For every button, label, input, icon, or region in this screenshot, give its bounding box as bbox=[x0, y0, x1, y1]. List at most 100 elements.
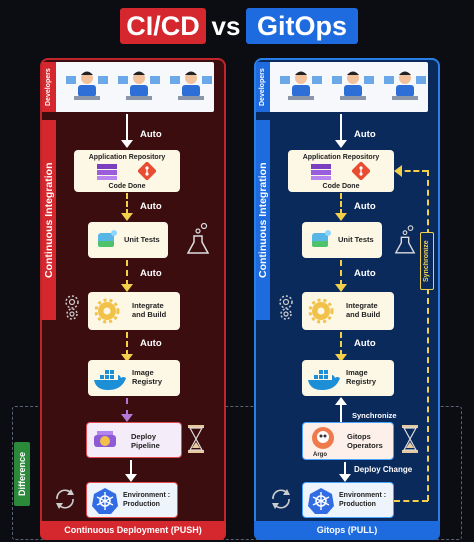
arrow-up-icon bbox=[335, 397, 347, 405]
auto-label: Auto bbox=[140, 129, 162, 140]
integrate-build-card-left[interactable]: Integrate and Build bbox=[88, 292, 180, 330]
auto-label: Auto bbox=[354, 201, 376, 212]
image-registry-label: Image Registry bbox=[346, 368, 377, 386]
arrow-line bbox=[340, 332, 342, 356]
arrow-down-icon bbox=[121, 354, 133, 362]
gear-icon bbox=[94, 298, 120, 324]
ci-side-tab-right bbox=[256, 120, 270, 320]
auto-label: Auto bbox=[140, 338, 162, 349]
gear-icon bbox=[308, 298, 334, 324]
test-tube-icon bbox=[98, 230, 117, 247]
environment-label: Environment : Production bbox=[123, 492, 171, 508]
argo-label: Argo bbox=[313, 452, 327, 458]
arrow-down-icon bbox=[335, 140, 347, 148]
arrow-line bbox=[126, 260, 128, 286]
title-vs: vs bbox=[211, 11, 241, 41]
developer-icon bbox=[332, 71, 374, 100]
sync-loop-bottom bbox=[394, 500, 428, 502]
difference-region bbox=[12, 406, 462, 540]
image-registry-label: Image Registry bbox=[132, 368, 163, 386]
synchronize-top-label: Synchronize bbox=[423, 240, 430, 282]
kubernetes-icon bbox=[92, 488, 118, 514]
deploy-change-label: Deploy Change bbox=[354, 465, 413, 474]
arrow-line bbox=[344, 462, 346, 476]
docker-icon bbox=[308, 370, 340, 390]
footer-cicd: Continuous Deployment (PUSH) bbox=[40, 521, 226, 540]
repository-icon bbox=[97, 164, 117, 180]
arrow-line bbox=[126, 332, 128, 356]
auto-label: Auto bbox=[140, 201, 162, 212]
developer-icon bbox=[384, 71, 426, 100]
auto-label: Auto bbox=[354, 129, 376, 140]
environment-card-left[interactable]: Environment : Production bbox=[86, 482, 178, 518]
unit-tests-label: Unit Tests bbox=[124, 235, 160, 244]
difference-label: Difference bbox=[17, 452, 27, 497]
difference-tab: Difference bbox=[14, 442, 30, 506]
argo-icon bbox=[312, 427, 334, 449]
arrow-line bbox=[126, 398, 128, 416]
repository-icon bbox=[311, 164, 331, 180]
test-tube-icon bbox=[312, 230, 331, 247]
kubernetes-icon bbox=[308, 488, 334, 514]
sync-loop-top bbox=[396, 170, 428, 172]
code-done-label: Code Done bbox=[108, 183, 146, 190]
arrow-down-icon bbox=[121, 213, 133, 221]
environment-card-right[interactable]: Environment : Production bbox=[302, 482, 394, 518]
gitops-operators-label: Gitops Operators bbox=[347, 432, 383, 450]
developer-icon bbox=[118, 71, 160, 100]
arrow-line bbox=[340, 193, 342, 215]
developers-label-left: Developers bbox=[42, 62, 56, 112]
environment-label: Environment : Production bbox=[339, 492, 387, 508]
auto-label: Auto bbox=[140, 268, 162, 279]
arrow-line bbox=[130, 460, 132, 476]
synchronize-tab bbox=[420, 232, 434, 290]
title-cicd: CI/CD bbox=[120, 8, 206, 44]
app-repo-card-left[interactable]: Application Repository Code Done bbox=[74, 150, 180, 192]
sync-loop-vertical bbox=[427, 170, 429, 501]
arrow-down-icon bbox=[335, 354, 347, 362]
flask-icon bbox=[394, 225, 416, 254]
arrow-down-icon bbox=[121, 414, 133, 422]
docker-icon bbox=[94, 370, 126, 390]
unit-tests-label: Unit Tests bbox=[338, 235, 374, 244]
developer-icon bbox=[280, 71, 322, 100]
arrow-down-icon bbox=[121, 284, 133, 292]
app-repo-title: Application Repository bbox=[88, 154, 166, 161]
gears-icon bbox=[65, 295, 79, 320]
synchronize-mid-label: Synchronize bbox=[352, 411, 397, 420]
gitops-operators-card[interactable]: Argo Gitops Operators bbox=[302, 422, 394, 460]
developers-label-right: Developers bbox=[256, 62, 270, 112]
hourglass-icon bbox=[402, 425, 418, 453]
git-icon bbox=[352, 162, 370, 180]
refresh-icon bbox=[56, 489, 74, 509]
gears-icon bbox=[279, 295, 293, 320]
git-icon bbox=[138, 162, 156, 180]
integrate-build-label: Integrate and Build bbox=[346, 301, 381, 319]
unit-tests-card-left[interactable]: Unit Tests bbox=[88, 222, 168, 258]
integrate-build-card-right[interactable]: Integrate and Build bbox=[302, 292, 394, 330]
app-repo-title: Application Repository bbox=[302, 154, 380, 161]
developer-icon bbox=[66, 71, 108, 100]
pipeline-icon bbox=[94, 431, 116, 447]
image-registry-card-left[interactable]: Image Registry bbox=[88, 360, 180, 396]
ci-label-right: Continuous Integration bbox=[257, 162, 269, 278]
arrow-down-icon bbox=[339, 474, 351, 482]
ci-label-left: Continuous Integration bbox=[43, 162, 55, 278]
arrow-line bbox=[340, 404, 342, 422]
arrow-line bbox=[126, 114, 128, 144]
arrow-left-icon bbox=[394, 165, 402, 177]
image-registry-card-right[interactable]: Image Registry bbox=[302, 360, 394, 396]
app-repo-card-right[interactable]: Application Repository Code Done bbox=[288, 150, 394, 192]
arrow-down-icon bbox=[335, 284, 347, 292]
flask-icon bbox=[186, 222, 210, 254]
unit-tests-card-right[interactable]: Unit Tests bbox=[302, 222, 382, 258]
refresh-icon bbox=[272, 489, 290, 509]
auto-label: Auto bbox=[354, 268, 376, 279]
code-done-label: Code Done bbox=[322, 183, 360, 190]
arrow-down-icon bbox=[121, 140, 133, 148]
deploy-pipeline-card[interactable]: Deploy Pipeline bbox=[86, 422, 182, 458]
deploy-pipeline-label: Deploy Pipeline bbox=[131, 432, 160, 450]
arrow-line bbox=[126, 193, 128, 215]
integrate-build-label: Integrate and Build bbox=[132, 301, 167, 319]
arrow-line bbox=[340, 260, 342, 286]
